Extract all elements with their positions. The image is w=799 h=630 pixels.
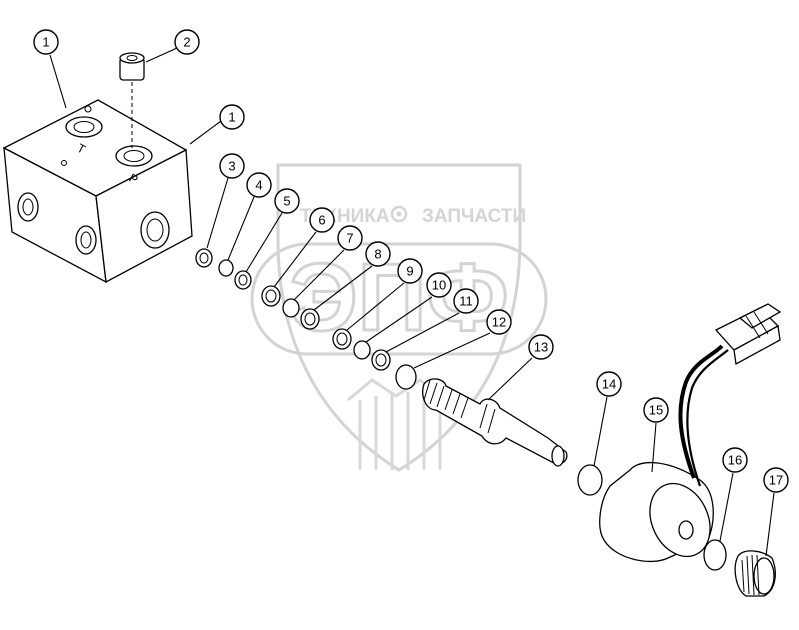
callout-17: 17	[763, 467, 789, 493]
callout-circle	[763, 467, 789, 493]
valve-block: T P	[2, 99, 193, 284]
seal-stack	[195, 248, 417, 390]
callout-circle	[246, 172, 272, 198]
seal-6	[261, 285, 281, 307]
callout-1: 1	[219, 104, 245, 130]
wire-connector	[714, 303, 782, 366]
callout-circle	[596, 371, 622, 397]
callout-circle	[337, 225, 363, 251]
callout-circle	[722, 447, 748, 473]
callout-circle	[309, 207, 335, 233]
callout-label: 17	[769, 473, 783, 488]
callout-label: 1	[42, 35, 49, 50]
seal-11	[371, 349, 391, 371]
callout-circle	[274, 188, 300, 214]
callout-label: 4	[255, 178, 262, 193]
callout-label: 5	[283, 194, 290, 209]
seal-9	[332, 328, 352, 350]
callout-circle	[486, 309, 512, 335]
callout-circle	[426, 272, 452, 298]
callout-8: 8	[365, 241, 391, 267]
callout-4: 4	[246, 172, 272, 198]
seal-10	[353, 340, 371, 360]
watermark-text-right: ЗАПЧАСТИ	[422, 206, 526, 227]
callout-10: 10	[426, 272, 452, 298]
callout-label: 12	[492, 315, 506, 330]
callout-15: 15	[643, 397, 669, 423]
callout-circle	[397, 258, 423, 284]
callout-circle	[528, 334, 554, 360]
seal-8	[300, 308, 320, 330]
callout-label: 6	[318, 213, 325, 228]
callout-7: 7	[337, 225, 363, 251]
callout-label: 9	[406, 264, 413, 279]
callout-label: 15	[649, 403, 663, 418]
callout-11: 11	[453, 288, 479, 314]
callout-circle	[174, 29, 200, 55]
seal-3	[195, 248, 213, 268]
callout-circle	[219, 153, 245, 179]
callout-circle	[33, 29, 59, 55]
callout-12: 12	[486, 309, 512, 335]
callout-9: 9	[397, 258, 423, 284]
callout-label: 8	[374, 247, 381, 262]
callout-label: 16	[728, 453, 742, 468]
watermark-shield	[276, 163, 522, 472]
knurled-nut	[734, 550, 776, 597]
callout-label: 13	[534, 340, 548, 355]
watermark-logo-frame	[250, 242, 548, 356]
callout-label: 10	[432, 278, 446, 293]
callout-circle	[219, 104, 245, 130]
seal-7	[282, 298, 300, 318]
callout-5: 5	[274, 188, 300, 214]
seal-4	[218, 259, 234, 277]
callout-6: 6	[309, 207, 335, 233]
callout-label: 11	[459, 294, 473, 309]
callout-16: 16	[722, 447, 748, 473]
o-ring-16	[703, 539, 727, 571]
callout-circle	[453, 288, 479, 314]
callout-13: 13	[528, 334, 554, 360]
callout-label: 2	[183, 35, 190, 50]
callout-circle	[643, 397, 669, 423]
callout-14: 14	[596, 371, 622, 397]
cartridge-valve	[422, 378, 568, 467]
callout-label: 14	[602, 377, 616, 392]
callout-label: 7	[346, 231, 353, 246]
callout-1: 1	[33, 29, 59, 55]
port-plug	[119, 52, 145, 148]
seal-12	[395, 364, 417, 390]
callout-3: 3	[219, 153, 245, 179]
callout-circle	[365, 241, 391, 267]
callout-label: 3	[228, 159, 235, 174]
leader-lines	[49, 47, 775, 557]
o-ring-14	[577, 464, 603, 496]
callout-2: 2	[174, 29, 200, 55]
callout-label: 1	[228, 110, 235, 125]
seal-5	[234, 270, 252, 290]
solenoid-coil	[599, 303, 782, 562]
gear-icon	[390, 205, 408, 223]
